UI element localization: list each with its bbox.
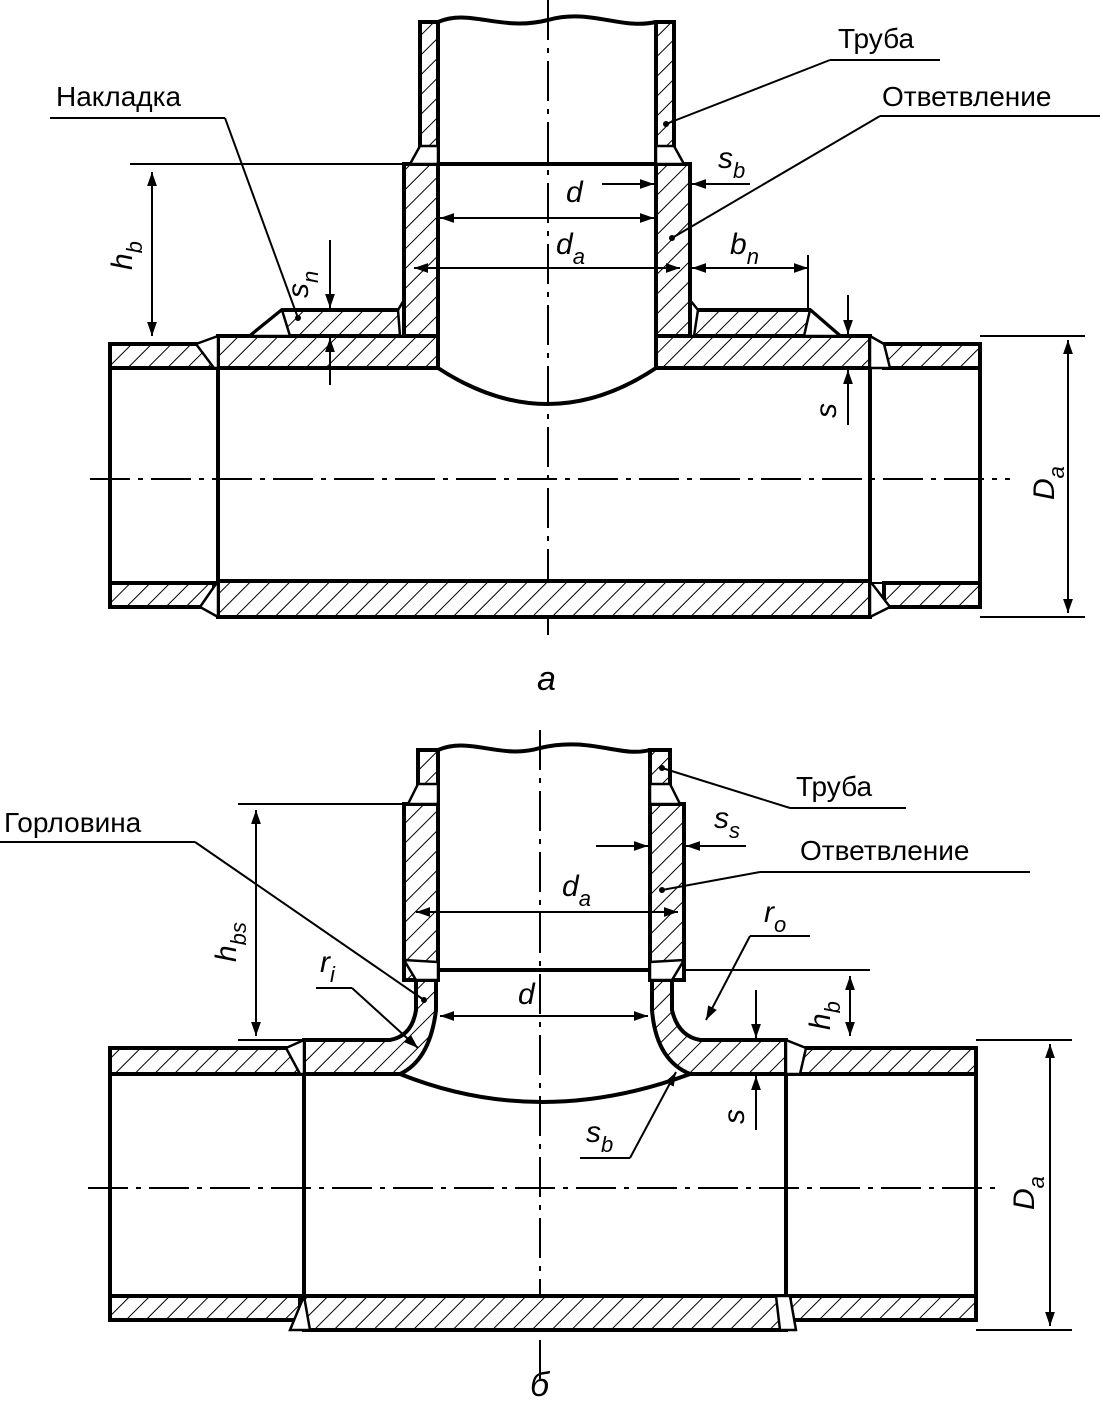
- dim-hbs-b: hbs: [210, 922, 251, 962]
- dim-ro-b: ro: [764, 896, 786, 937]
- dim-sn-a: sn: [282, 271, 323, 298]
- dim-da-b: da: [562, 870, 591, 911]
- upper-pipe-b: [405, 742, 683, 806]
- main-pipe: [108, 333, 982, 620]
- dim-da-a: da: [556, 228, 585, 269]
- dim-ss-b: ss: [714, 802, 740, 843]
- caption-a: а: [537, 660, 556, 698]
- dim-s-a: s: [810, 403, 843, 418]
- dimension-lines-b: [0, 765, 1072, 1331]
- label-branch-b: Ответвление: [800, 835, 969, 866]
- caption-b: б: [530, 1366, 551, 1404]
- dim-Da-a: Da: [1028, 466, 1069, 500]
- label-pipe-a: Труба: [838, 23, 914, 54]
- dim-sb-a: sb: [718, 142, 745, 183]
- dim-d-b: d: [518, 978, 536, 1011]
- dim-d-a: d: [566, 176, 584, 209]
- label-neck-b: Горловина: [4, 807, 142, 838]
- dimension-lines-a: [50, 59, 1100, 618]
- figure-a: Труба Ответвление Накладка sb d da bn hb…: [50, 0, 1100, 698]
- label-pad-a: Накладка: [56, 81, 181, 112]
- dim-s-b: s: [718, 1109, 751, 1124]
- label-pipe-b: Труба: [796, 771, 872, 802]
- intersection-curve-b: [399, 1072, 691, 1104]
- dim-ri-b: ri: [320, 946, 336, 987]
- dim-hb-b: hb: [804, 1001, 845, 1030]
- dim-hb-a: hb: [106, 241, 147, 270]
- branch-b: [401, 802, 687, 982]
- upper-pipe: [407, 14, 687, 166]
- label-branch-a: Ответвление: [882, 81, 1051, 112]
- reinforcing-pad: [244, 297, 846, 338]
- dim-bn-a: bn: [730, 228, 759, 269]
- figure-b: Труба Ответвление Горловина ss da ro hbs…: [0, 730, 1072, 1404]
- dim-Da-b: Da: [1008, 1176, 1049, 1210]
- main-pipe-b: [108, 978, 978, 1332]
- dim-sb-b: sb: [586, 1116, 613, 1157]
